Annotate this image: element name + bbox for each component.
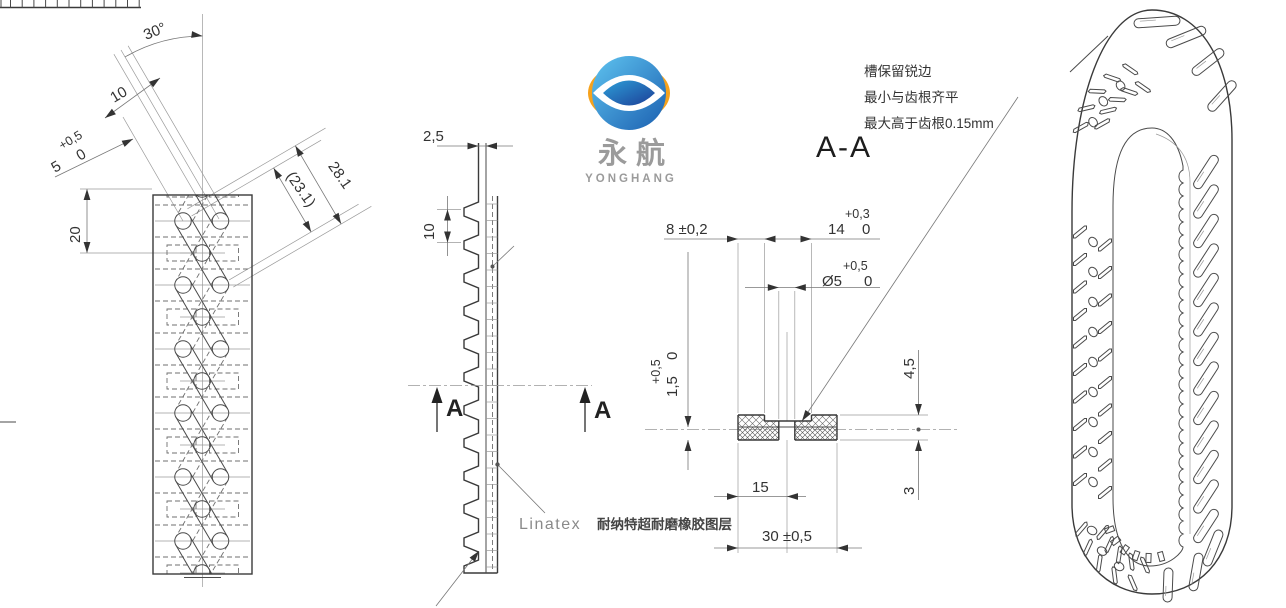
dim-slot-sup: +0,3 bbox=[845, 207, 870, 221]
cut-arrow-label-left: A bbox=[446, 395, 463, 422]
note-line-2: 最小与齿根齐平 bbox=[864, 90, 959, 105]
logo-chinese-name: 永航 bbox=[598, 136, 674, 170]
material-callout: Linatex 耐纳特超耐磨橡胶图层 bbox=[519, 516, 732, 533]
dim-rubber-sup: +0,5 bbox=[649, 359, 663, 384]
dim-rubber-15: 1,5 bbox=[664, 376, 681, 397]
dim-slot-spacing-10: 10 bbox=[107, 83, 130, 106]
dim-angle-30: 30° bbox=[141, 19, 168, 43]
dim-slot-centers: (23.1) bbox=[282, 168, 318, 210]
generated-linework bbox=[0, 0, 1237, 607]
dim-tooth-pitch: 10 bbox=[421, 223, 438, 240]
note-line-1: 槽保留锐边 bbox=[864, 64, 932, 79]
side-view-dimensions: 2,5 10 bbox=[421, 128, 444, 240]
dim-slot-length: 28.1 bbox=[324, 159, 355, 193]
dim-slot-inf: 0 bbox=[862, 221, 870, 238]
logo-english-name: YONGHANG bbox=[585, 173, 677, 185]
front-view-dimensions: 30° 10 +0,5 5 0 20 28.1 (23.1) bbox=[48, 19, 355, 243]
cut-arrow-label-right: A bbox=[594, 397, 611, 424]
section-title: A-A bbox=[816, 131, 872, 164]
dim-slot-14: 14 bbox=[828, 221, 845, 238]
logo-emblem-icon bbox=[588, 56, 670, 130]
dim-above-pitchline: 4,5 bbox=[901, 358, 918, 379]
dim-half-width: 15 bbox=[752, 479, 769, 496]
dim-total-width: 30 ±0,5 bbox=[762, 528, 812, 545]
company-logo: 永航 YONGHANG bbox=[585, 56, 677, 185]
note-line-3: 最大高于齿根0.15mm bbox=[864, 115, 994, 131]
material-description: 耐纳特超耐磨橡胶图层 bbox=[597, 516, 732, 532]
dim-pitch-20: 20 bbox=[67, 226, 84, 243]
dim-rubber-inf: 0 bbox=[664, 352, 681, 360]
dim-belt-thickness: 2,5 bbox=[423, 128, 444, 145]
dim-hole-dia: Ø5 bbox=[822, 273, 842, 290]
dim-edge-to-slot: 8 ±0,2 bbox=[666, 221, 708, 238]
dim-hole-sup: +0,5 bbox=[843, 259, 868, 273]
material-name: Linatex bbox=[519, 516, 581, 533]
dim-hole-inf: 0 bbox=[864, 273, 872, 290]
note-block: 槽保留锐边 最小与齿根齐平 最大高于齿根0.15mm bbox=[864, 64, 994, 131]
dim-below-pitchline: 3 bbox=[901, 487, 918, 495]
section-view-dimensions: 8 ±0,2 14 +0,3 0 Ø5 +0,5 0 1,5 0 +0,5 4,… bbox=[649, 207, 918, 545]
